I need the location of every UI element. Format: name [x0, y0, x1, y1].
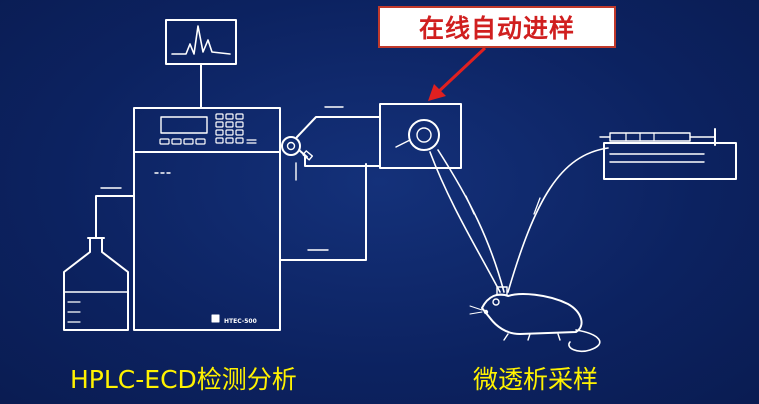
- microdialysis-caption: 微透析采样: [473, 365, 599, 394]
- solvent-bottle-icon: [63, 237, 129, 331]
- microdialysis-lines: [429, 147, 609, 293]
- callout-arrow: [428, 46, 487, 101]
- rat-icon: [469, 286, 601, 353]
- callout-label: 在线自动进样: [378, 6, 616, 48]
- tubing: [95, 106, 381, 261]
- autosampler-box: [379, 103, 462, 169]
- injection-valve-icon: [281, 136, 314, 161]
- hplc-caption: HPLC-ECD检测分析: [70, 365, 297, 394]
- monitor-icon: [165, 19, 237, 109]
- syringe-pump-icon: [599, 128, 737, 180]
- instrument-model-label: HTEC-500: [224, 318, 257, 325]
- hplc-instrument: [133, 107, 281, 331]
